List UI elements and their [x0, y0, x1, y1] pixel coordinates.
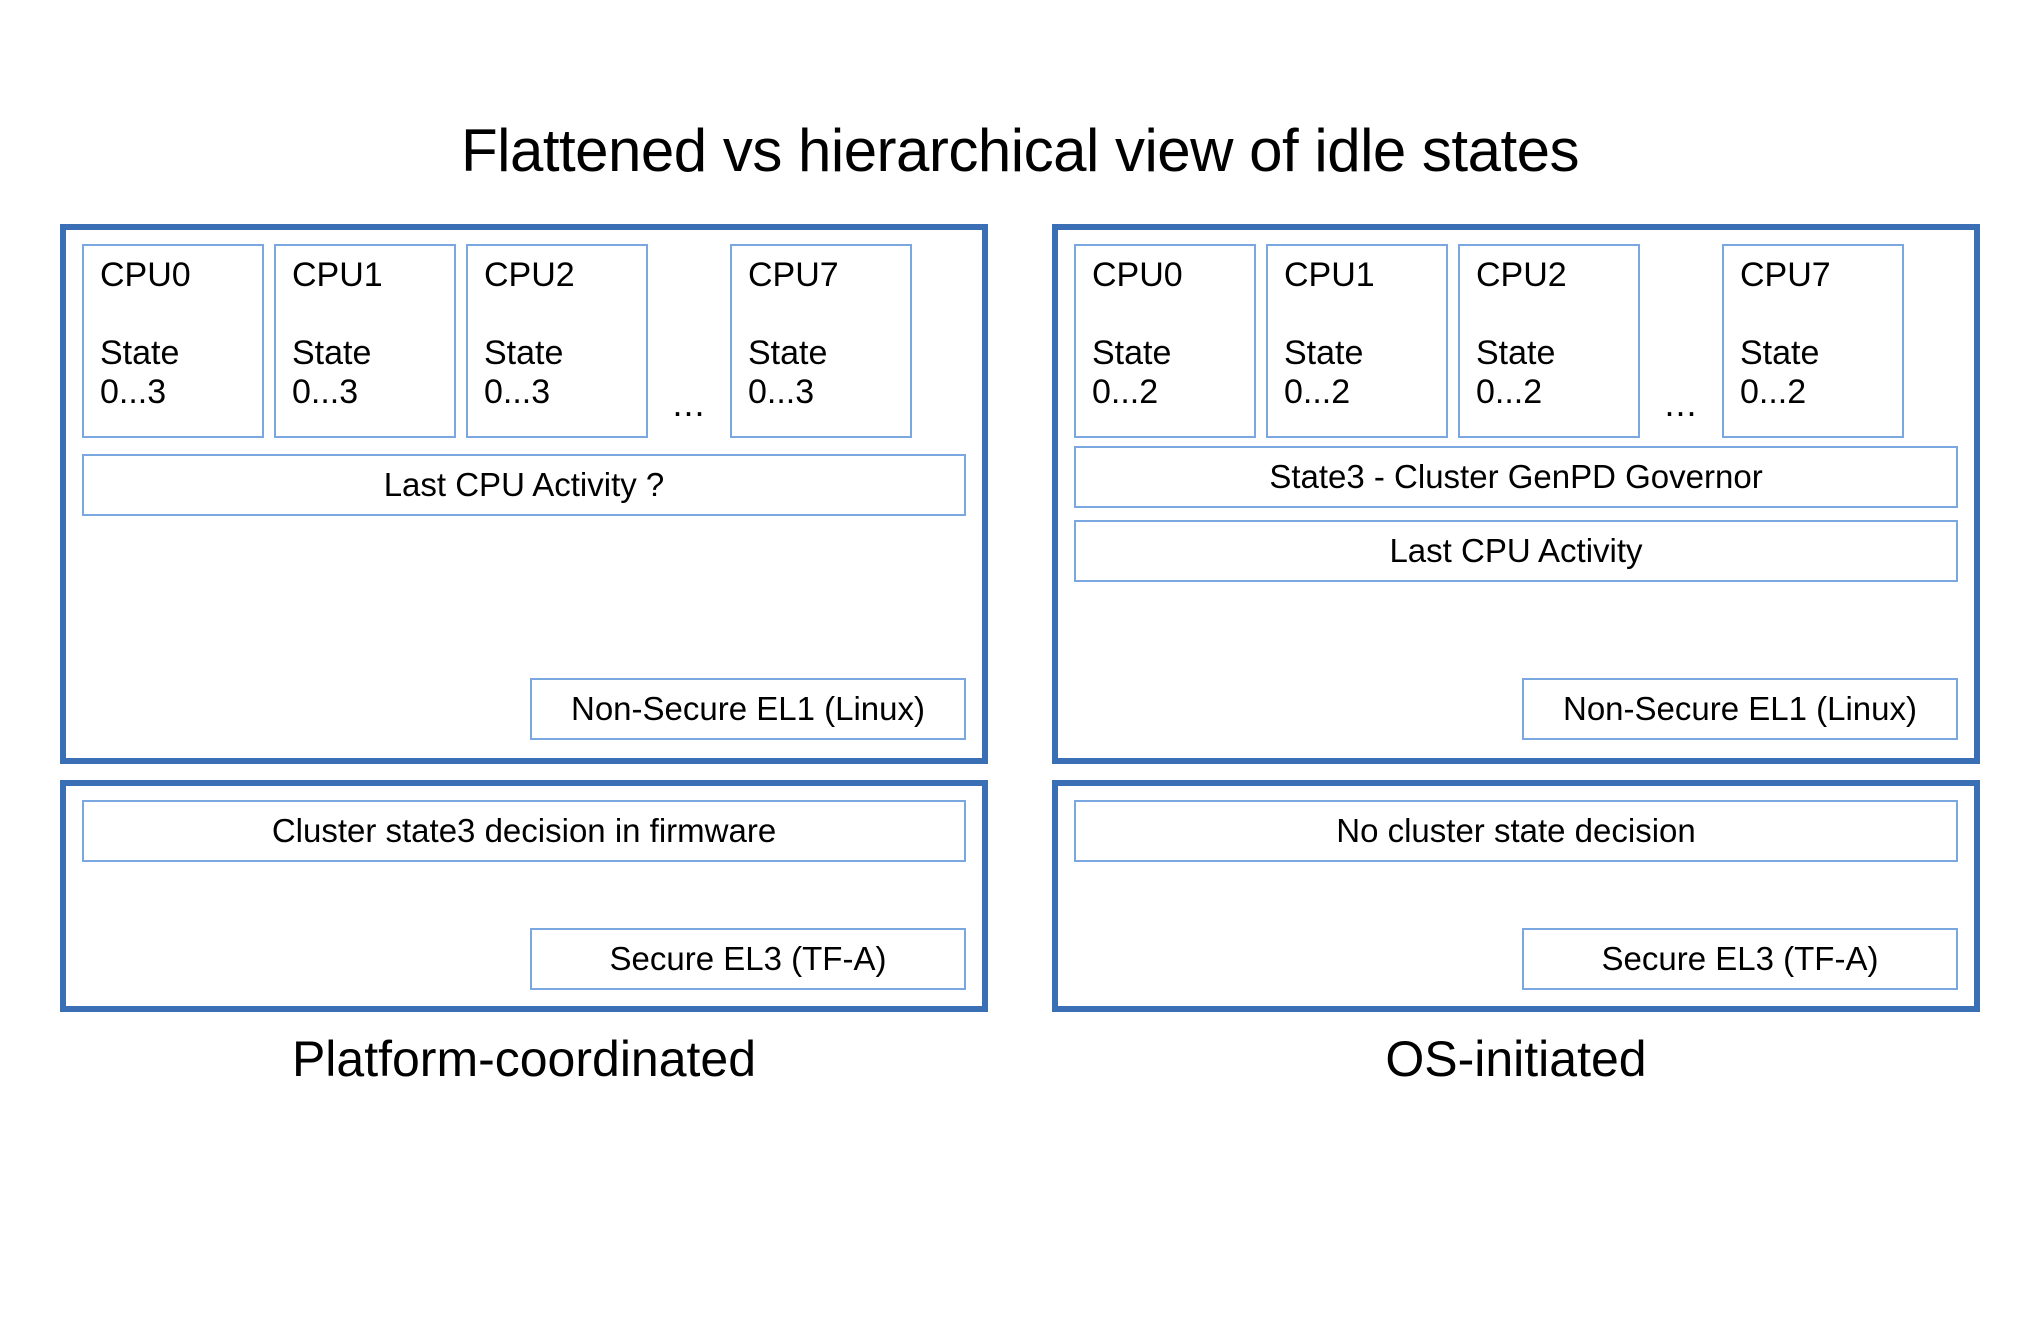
caption-os-initiated: OS-initiated [1385, 1031, 1647, 1087]
state-range: 0...3 [748, 373, 815, 412]
secure-el3-tag-left: Secure EL3 (TF-A) [530, 928, 966, 990]
state-range: 0...3 [484, 373, 551, 412]
page-title: Flattened vs hierarchical view of idle s… [460, 117, 1580, 184]
state-label: State [748, 333, 828, 372]
caption-platform-coordinated: Platform-coordinated [291, 1031, 757, 1087]
cpu-label: CPU0 [100, 256, 191, 294]
cpu-label: CPU2 [484, 256, 575, 294]
state-label: State [1092, 333, 1172, 372]
state-label: State [1476, 333, 1556, 372]
state-label: State [484, 333, 564, 372]
cpu-box-cpu2-left: CPU2 State 0...3 [466, 244, 648, 438]
state-label: State [1284, 333, 1364, 372]
secure-el3-panel-left: Cluster state3 decision in firmware Secu… [60, 780, 988, 1012]
cpu-state: State 0...3 [484, 334, 646, 413]
non-secure-el1-tag-right: Non-Secure EL1 (Linux) [1522, 678, 1958, 740]
cpu-state: State 0...2 [1092, 334, 1254, 413]
state-label: State [292, 333, 372, 372]
cluster-genpd-governor-bar: State3 - Cluster GenPD Governor [1074, 446, 1958, 508]
cpu-ellipsis-right: ... [1664, 383, 1698, 424]
cpu-state: State 0...2 [1284, 334, 1446, 413]
cpu-state: State 0...2 [1740, 334, 1902, 413]
state-label: State [100, 333, 180, 372]
cpu-box-cpu0-right: CPU0 State 0...2 [1074, 244, 1256, 438]
cpu-label: CPU0 [1092, 256, 1183, 294]
secure-el3-tag-right: Secure EL3 (TF-A) [1522, 928, 1958, 990]
cpu-ellipsis-left: ... [672, 383, 706, 424]
cpu-label: CPU1 [1284, 256, 1375, 294]
cpu-state: State 0...2 [1476, 334, 1638, 413]
cpu-row-right: CPU0 State 0...2 CPU1 State 0...2 CPU2 [1074, 244, 1958, 438]
cpu-label: CPU7 [748, 256, 839, 294]
last-cpu-activity-bar-right: Last CPU Activity [1074, 520, 1958, 582]
state-range: 0...2 [1740, 373, 1807, 412]
non-secure-el1-panel-right: CPU0 State 0...2 CPU1 State 0...2 CPU2 [1052, 224, 1980, 764]
level-tag-wrap-left-os: Non-Secure EL1 (Linux) [530, 678, 966, 740]
spacer [1074, 508, 1958, 520]
cpu-box-cpu0-left: CPU0 State 0...3 [82, 244, 264, 438]
cluster-state3-firmware-bar: Cluster state3 decision in firmware [82, 800, 966, 862]
non-secure-el1-panel-left: CPU0 State 0...3 CPU1 State 0...3 CPU2 [60, 224, 988, 764]
cpu-box-cpu7-right: CPU7 State 0...2 [1722, 244, 1904, 438]
cpu-box-cpu2-right: CPU2 State 0...2 [1458, 244, 1640, 438]
state-range: 0...2 [1476, 373, 1543, 412]
spacer [82, 438, 966, 454]
level-tag-wrap-right-os: Non-Secure EL1 (Linux) [1522, 678, 1958, 740]
cpu-row-left: CPU0 State 0...3 CPU1 State 0...3 CPU2 [82, 244, 966, 438]
last-cpu-activity-bar-left: Last CPU Activity ? [82, 454, 966, 516]
cpu-box-cpu7-left: CPU7 State 0...3 [730, 244, 912, 438]
cpu-label: CPU2 [1476, 256, 1567, 294]
level-tag-wrap-right-fw: Secure EL3 (TF-A) [1522, 928, 1958, 990]
cpu-box-cpu1-left: CPU1 State 0...3 [274, 244, 456, 438]
level-tag-wrap-left-fw: Secure EL3 (TF-A) [530, 928, 966, 990]
spacer [1074, 438, 1958, 446]
column-os-initiated: CPU0 State 0...2 CPU1 State 0...2 CPU2 [1052, 224, 1980, 1087]
state-label: State [1740, 333, 1820, 372]
cpu-state: State 0...3 [292, 334, 454, 413]
cpu-label: CPU1 [292, 256, 383, 294]
state-range: 0...3 [292, 373, 359, 412]
state-range: 0...2 [1092, 373, 1159, 412]
cpu-box-cpu1-right: CPU1 State 0...2 [1266, 244, 1448, 438]
cpu-label: CPU7 [1740, 256, 1831, 294]
cpu-state: State 0...3 [748, 334, 910, 413]
state-range: 0...3 [100, 373, 167, 412]
non-secure-el1-tag-left: Non-Secure EL1 (Linux) [530, 678, 966, 740]
no-cluster-state-decision-bar: No cluster state decision [1074, 800, 1958, 862]
column-platform-coordinated: CPU0 State 0...3 CPU1 State 0...3 CPU2 [60, 224, 988, 1087]
secure-el3-panel-right: No cluster state decision Secure EL3 (TF… [1052, 780, 1980, 1012]
state-range: 0...2 [1284, 373, 1351, 412]
cpu-state: State 0...3 [100, 334, 262, 413]
